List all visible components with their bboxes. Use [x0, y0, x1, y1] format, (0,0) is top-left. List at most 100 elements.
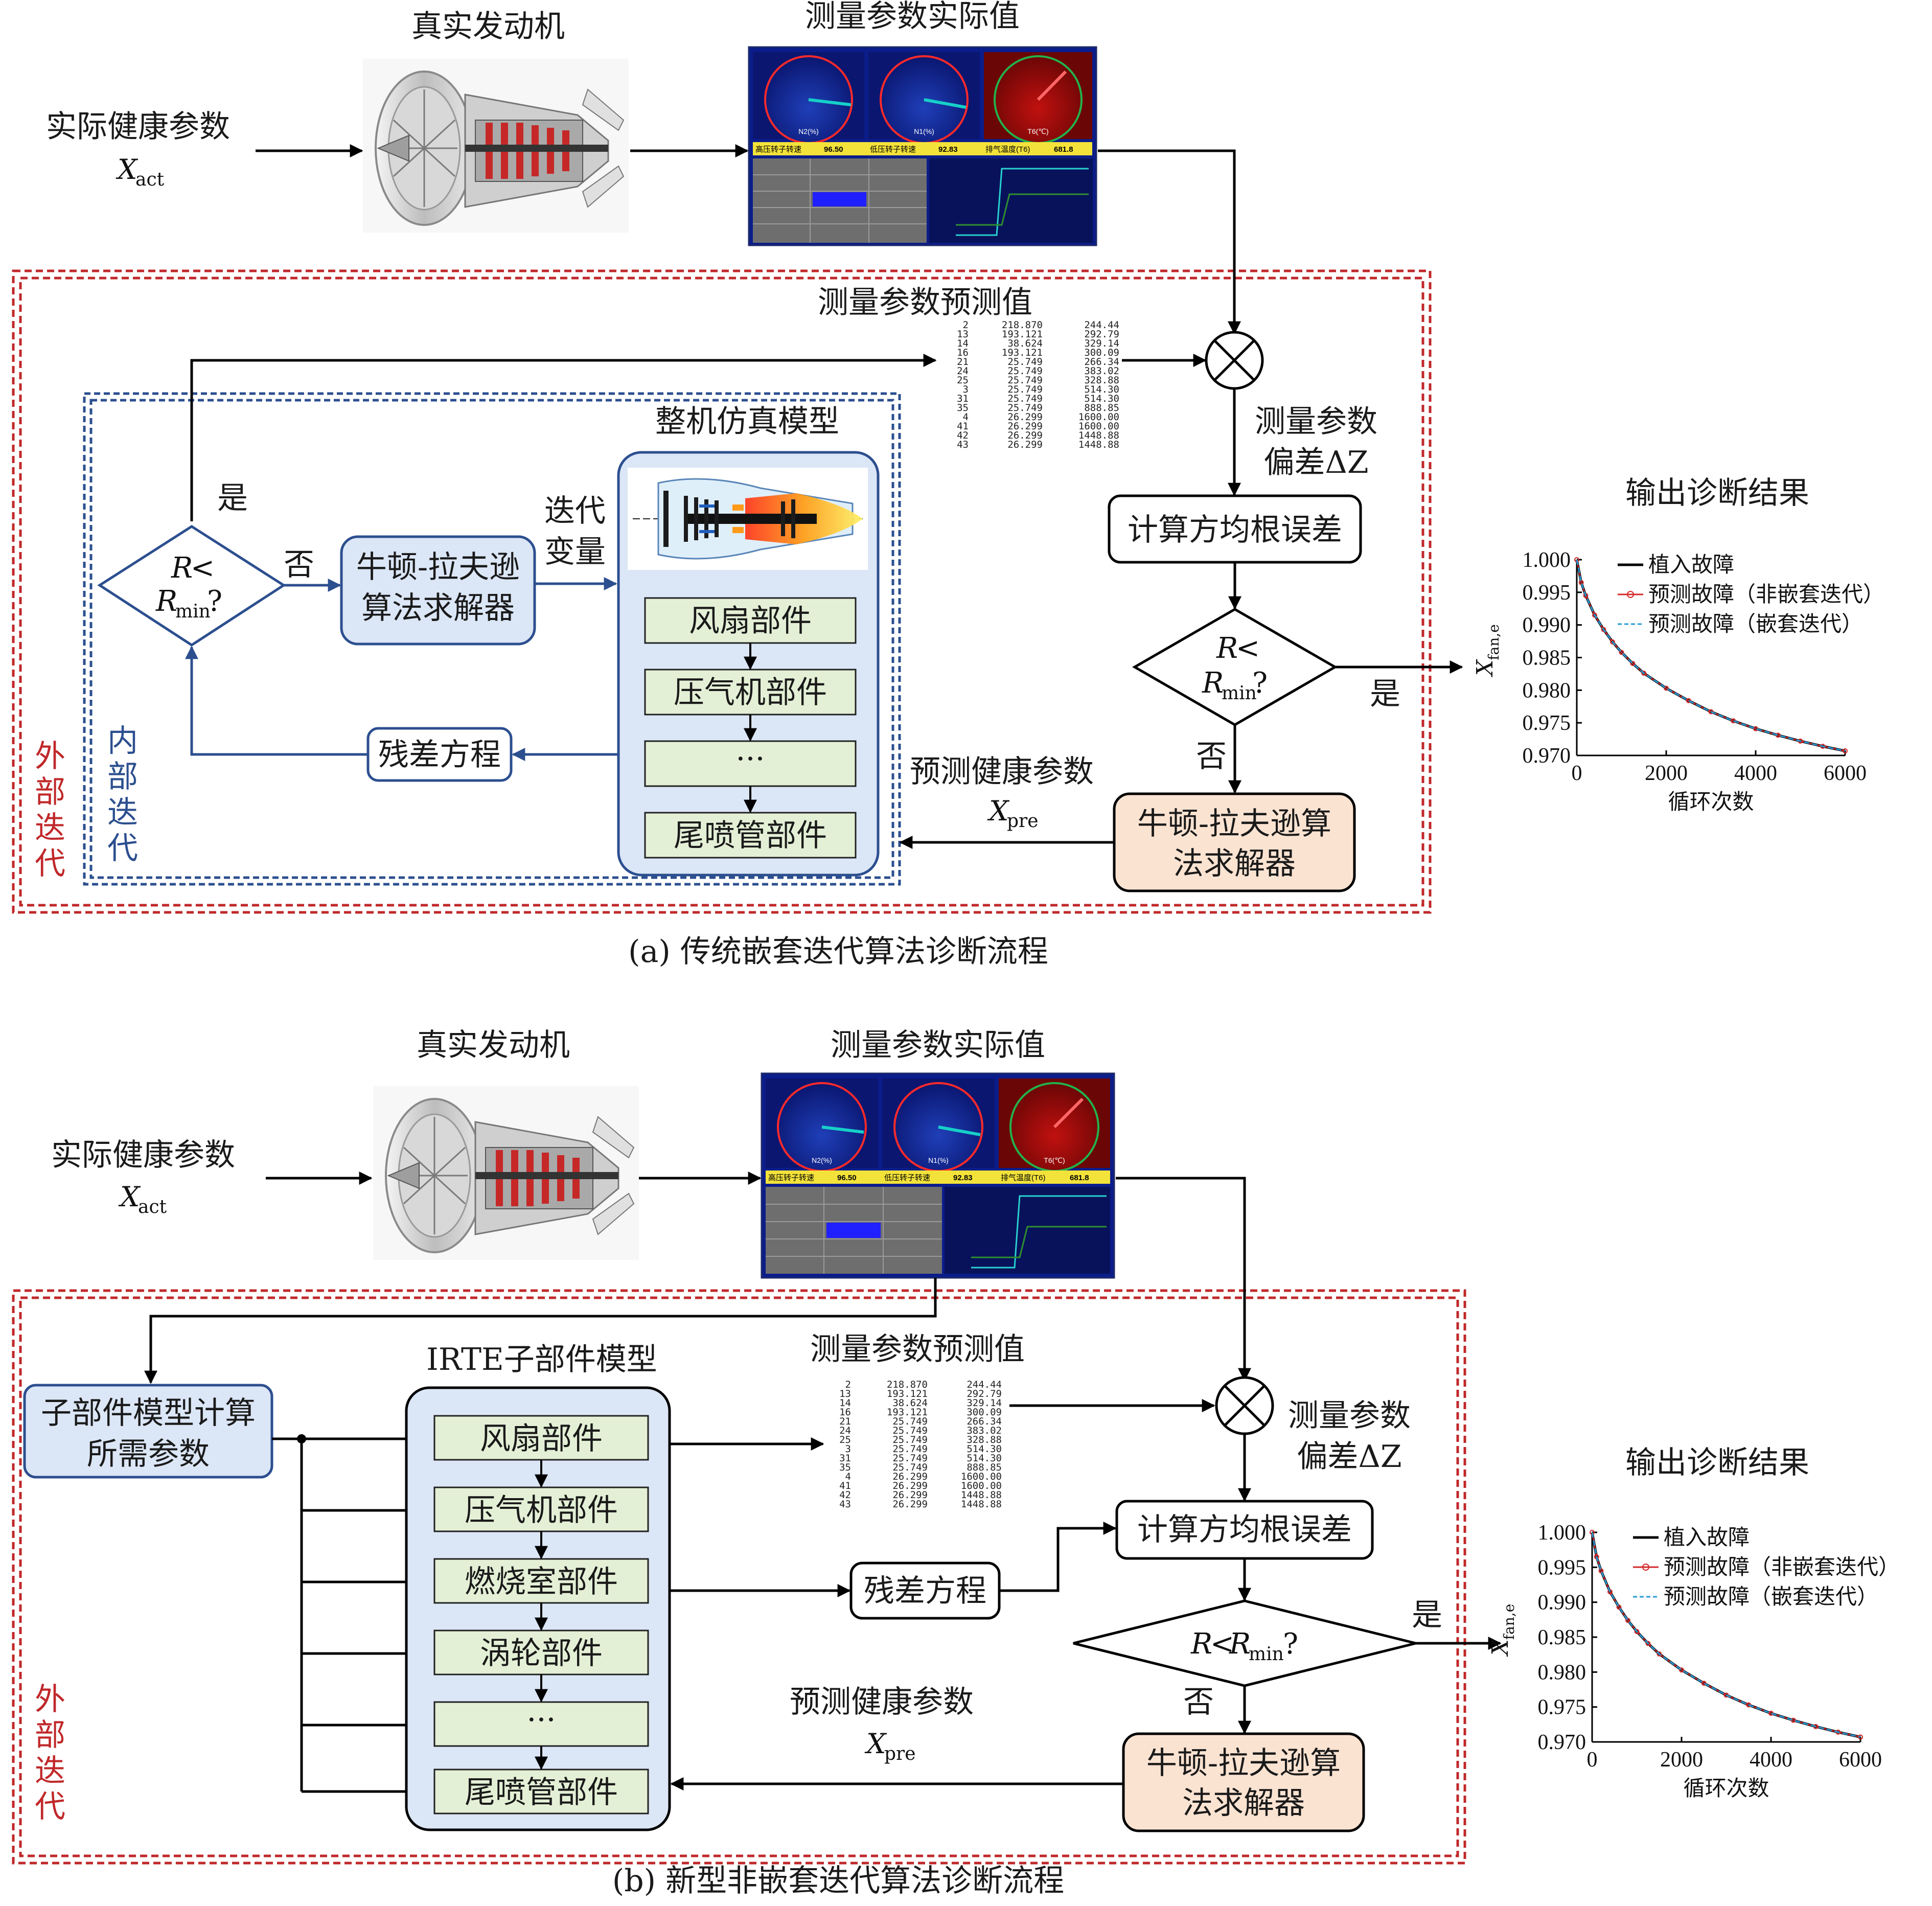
svg-text:13: 13	[957, 329, 969, 340]
decision-outer-a	[1132, 608, 1338, 726]
svg-text:压气机部件: 压气机部件	[465, 1492, 618, 1528]
svg-text:35: 35	[957, 402, 969, 414]
legend-swatch-marker	[1642, 1564, 1649, 1571]
svg-text:92.83: 92.83	[953, 1174, 973, 1182]
y-tick-label: 0.975	[1523, 711, 1571, 735]
svg-text:26.299: 26.299	[1007, 430, 1043, 441]
svg-text:R: R	[155, 585, 177, 618]
svg-text:偏差ΔZ: 偏差ΔZ	[1297, 1439, 1401, 1475]
component-stack-a: 风扇部件 压气机部件 ··· 尾喷管部件	[644, 597, 857, 859]
svg-text:残差方程: 残差方程	[864, 1573, 986, 1609]
svg-text:2: 2	[845, 1379, 851, 1390]
svg-text:26.299: 26.299	[1007, 421, 1043, 432]
series-non-nested-point	[1843, 748, 1848, 754]
svg-text:514.30: 514.30	[1084, 384, 1119, 395]
svg-text:部: 部	[107, 759, 138, 795]
svg-text:代: 代	[107, 831, 138, 866]
svg-text:3: 3	[845, 1443, 851, 1455]
actual-values-monitor-b: N2(%) N1(%) T6(℃) 高压转子转速 96.50 低压转子转速 92…	[761, 1072, 1115, 1279]
svg-text:25: 25	[839, 1434, 851, 1445]
svg-text:25.749: 25.749	[892, 1416, 928, 1427]
y-tick-label: 1.000	[1538, 1521, 1586, 1545]
svg-text:···: ···	[526, 1702, 556, 1738]
gauge-n2: N2(%)	[753, 52, 864, 144]
svg-text:38.624: 38.624	[892, 1397, 928, 1409]
svg-text:残差方程: 残差方程	[378, 737, 501, 773]
svg-text:1600.00: 1600.00	[961, 1480, 1002, 1491]
svg-text:燃烧室部件: 燃烧室部件	[465, 1564, 618, 1600]
predicted-values-title: 测量参数预测值	[818, 285, 1032, 320]
deviation-line1: 测量参数	[1255, 404, 1377, 440]
svg-text:X: X	[118, 1181, 141, 1213]
svg-text:R: R	[1229, 1627, 1251, 1661]
svg-text:25.749: 25.749	[1007, 365, 1043, 377]
svg-text:193.121: 193.121	[887, 1407, 928, 1418]
series-non-nested-point	[1616, 1604, 1622, 1610]
svg-text:?: ?	[207, 585, 222, 618]
series-non-nested-point	[1619, 650, 1624, 655]
svg-text:1600.00: 1600.00	[1078, 421, 1119, 432]
svg-text:42: 42	[839, 1489, 851, 1501]
sub-model-title: IRTE子部件模型	[426, 1342, 657, 1377]
actual-health-label-b: 实际健康参数	[51, 1137, 235, 1173]
svg-text:25.749: 25.749	[1007, 393, 1043, 404]
gauge-t6-label: T6(℃)	[1027, 127, 1048, 135]
svg-text:1448.88: 1448.88	[1078, 430, 1119, 441]
svg-text:266.34: 266.34	[967, 1416, 1002, 1427]
svg-text:尾喷管部件: 尾喷管部件	[674, 818, 827, 854]
svg-text:高压转子转速: 高压转子转速	[755, 145, 801, 154]
y-tick-label: 0.990	[1538, 1591, 1586, 1615]
svg-text:292.79: 292.79	[967, 1388, 1002, 1399]
svg-text:25.749: 25.749	[892, 1462, 928, 1473]
svg-text:内: 内	[107, 723, 138, 759]
svg-text:法求解器: 法求解器	[1173, 846, 1296, 882]
svg-text:部: 部	[35, 774, 65, 810]
x-act-sub: act	[135, 169, 165, 190]
series-non-nested-point	[1686, 698, 1691, 703]
svg-text:41: 41	[957, 421, 969, 432]
svg-text:计算方均根误差: 计算方均根误差	[1137, 1512, 1352, 1548]
series-non-nested-point	[1610, 639, 1615, 645]
svg-text:25.749: 25.749	[1007, 356, 1043, 368]
svg-text:96.50: 96.50	[837, 1174, 857, 1182]
gauge-n2-b: N2(%)	[766, 1078, 878, 1172]
svg-text:26.299: 26.299	[892, 1489, 928, 1501]
svg-text:高压转子转速: 高压转子转速	[768, 1174, 814, 1182]
y-tick-label: 0.975	[1538, 1696, 1586, 1719]
svg-text:292.79: 292.79	[1084, 329, 1119, 340]
svg-text:193.121: 193.121	[1002, 347, 1043, 358]
svg-text:42: 42	[957, 430, 969, 441]
series-non-nested-point	[1858, 1734, 1863, 1740]
svg-text:26.299: 26.299	[1007, 411, 1043, 423]
series-non-nested-point	[1657, 1651, 1662, 1657]
svg-text:329.14: 329.14	[1084, 338, 1119, 349]
actual-health-label: 实际健康参数	[46, 109, 230, 145]
svg-text:T6(℃): T6(℃)	[1044, 1156, 1065, 1164]
svg-text:4: 4	[963, 411, 969, 423]
y-tick-label: 0.995	[1523, 581, 1571, 605]
y-tick-label: 0.985	[1538, 1626, 1586, 1649]
svg-text:否: 否	[284, 547, 314, 583]
svg-text:是: 是	[1412, 1597, 1442, 1633]
svg-text:排气温度(T6): 排气温度(T6)	[1001, 1174, 1046, 1182]
pred-health-label-a: 预测健康参数	[910, 754, 1094, 790]
svg-text:部: 部	[35, 1717, 65, 1753]
svg-text:1448.88: 1448.88	[1078, 439, 1119, 450]
svg-text:92.83: 92.83	[938, 145, 958, 154]
y-axis-label-sub: fan,e	[1485, 624, 1502, 660]
component-stack-b: 风扇部件 压气机部件 燃烧室部件 涡轮部件 ··· 尾喷管部件	[433, 1415, 649, 1815]
svg-text:26.299: 26.299	[1007, 439, 1043, 450]
svg-text:193.121: 193.121	[1002, 329, 1043, 340]
series-non-nested-point	[1708, 709, 1714, 715]
outer-iteration-label-a: 外 部 迭 代	[35, 739, 65, 882]
output-title-a: 输出诊断结果	[1625, 475, 1809, 511]
svg-text:43: 43	[839, 1499, 851, 1510]
svg-text:N2(%): N2(%)	[812, 1156, 832, 1164]
svg-text:法求解器: 法求解器	[1182, 1785, 1305, 1821]
svg-text:预测健康参数: 预测健康参数	[790, 1684, 974, 1720]
series-nested-line	[1576, 559, 1846, 752]
svg-text:25.749: 25.749	[1007, 384, 1043, 395]
svg-text:代: 代	[35, 1789, 65, 1825]
svg-text:所需参数: 所需参数	[87, 1436, 210, 1472]
